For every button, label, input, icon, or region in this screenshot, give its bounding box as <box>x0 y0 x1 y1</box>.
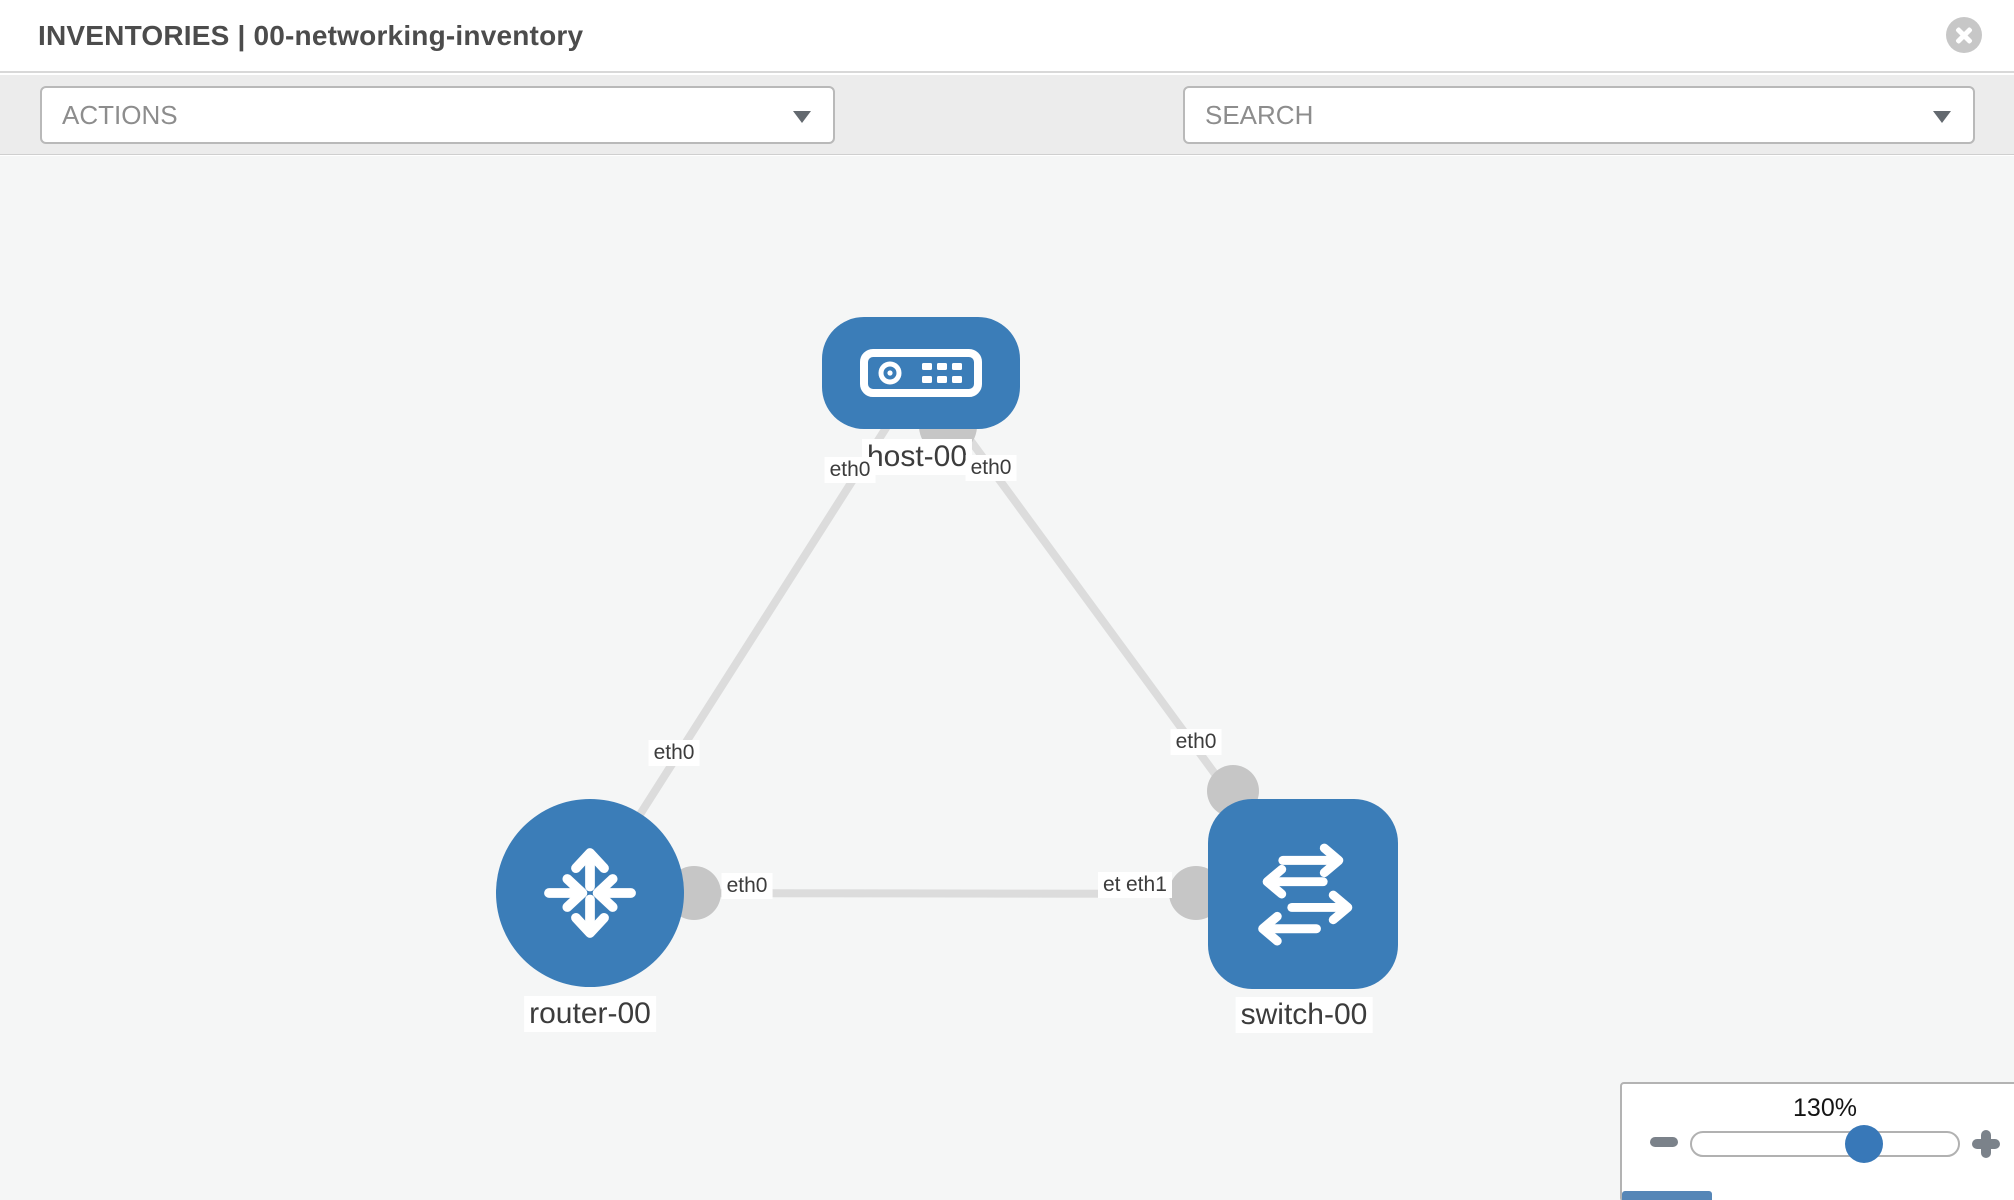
node-label-host: host-00 <box>861 439 973 475</box>
node-host-00[interactable] <box>822 317 1020 429</box>
iface-label-eth0: eth0 <box>965 455 1017 481</box>
links-layer <box>586 370 1307 920</box>
node-switch-00[interactable] <box>1208 799 1398 989</box>
close-icon[interactable] <box>1946 17 1982 53</box>
chevron-down-icon <box>1933 111 1951 123</box>
zoom-in-icon[interactable] <box>1972 1130 2000 1158</box>
iface-label-eth0: eth0 <box>1170 729 1222 755</box>
iface-label-eth0: eth0 <box>648 740 700 766</box>
actions-dropdown-label: ACTIONS <box>62 100 178 130</box>
iface-label-eth0: eth0 <box>721 873 773 899</box>
topology-canvas[interactable]: host-00 router-00 switch-00 eth0 eth0 et… <box>0 156 2014 1200</box>
search-dropdown[interactable]: SEARCH <box>1183 86 1975 144</box>
zoom-slider-knob[interactable] <box>1845 1125 1883 1163</box>
zoom-slider-track[interactable] <box>1690 1131 1960 1157</box>
switch-icon <box>1258 843 1353 946</box>
node-label-router: router-00 <box>524 996 656 1032</box>
node-router-00[interactable] <box>496 799 684 987</box>
key-button[interactable] <box>1622 1191 1712 1200</box>
search-dropdown-label: SEARCH <box>1205 100 1314 130</box>
header: INVENTORIES | 00-networking-inventory <box>0 0 2014 73</box>
page-title: INVENTORIES | 00-networking-inventory <box>38 20 584 51</box>
router-icon <box>544 848 636 938</box>
server-icon <box>860 349 982 397</box>
iface-label-eth1: eth1 <box>1121 872 1172 898</box>
zoom-panel: 130% <box>1620 1082 2014 1200</box>
zoom-level: 130% <box>1793 1094 1857 1122</box>
chevron-down-icon <box>793 111 811 123</box>
iface-label-eth0: eth0 <box>824 457 876 483</box>
actions-dropdown[interactable]: ACTIONS <box>40 86 835 144</box>
zoom-out-icon[interactable] <box>1650 1137 1678 1147</box>
node-label-switch: switch-00 <box>1235 997 1373 1033</box>
toolbar: ACTIONS <box>0 75 2014 213</box>
